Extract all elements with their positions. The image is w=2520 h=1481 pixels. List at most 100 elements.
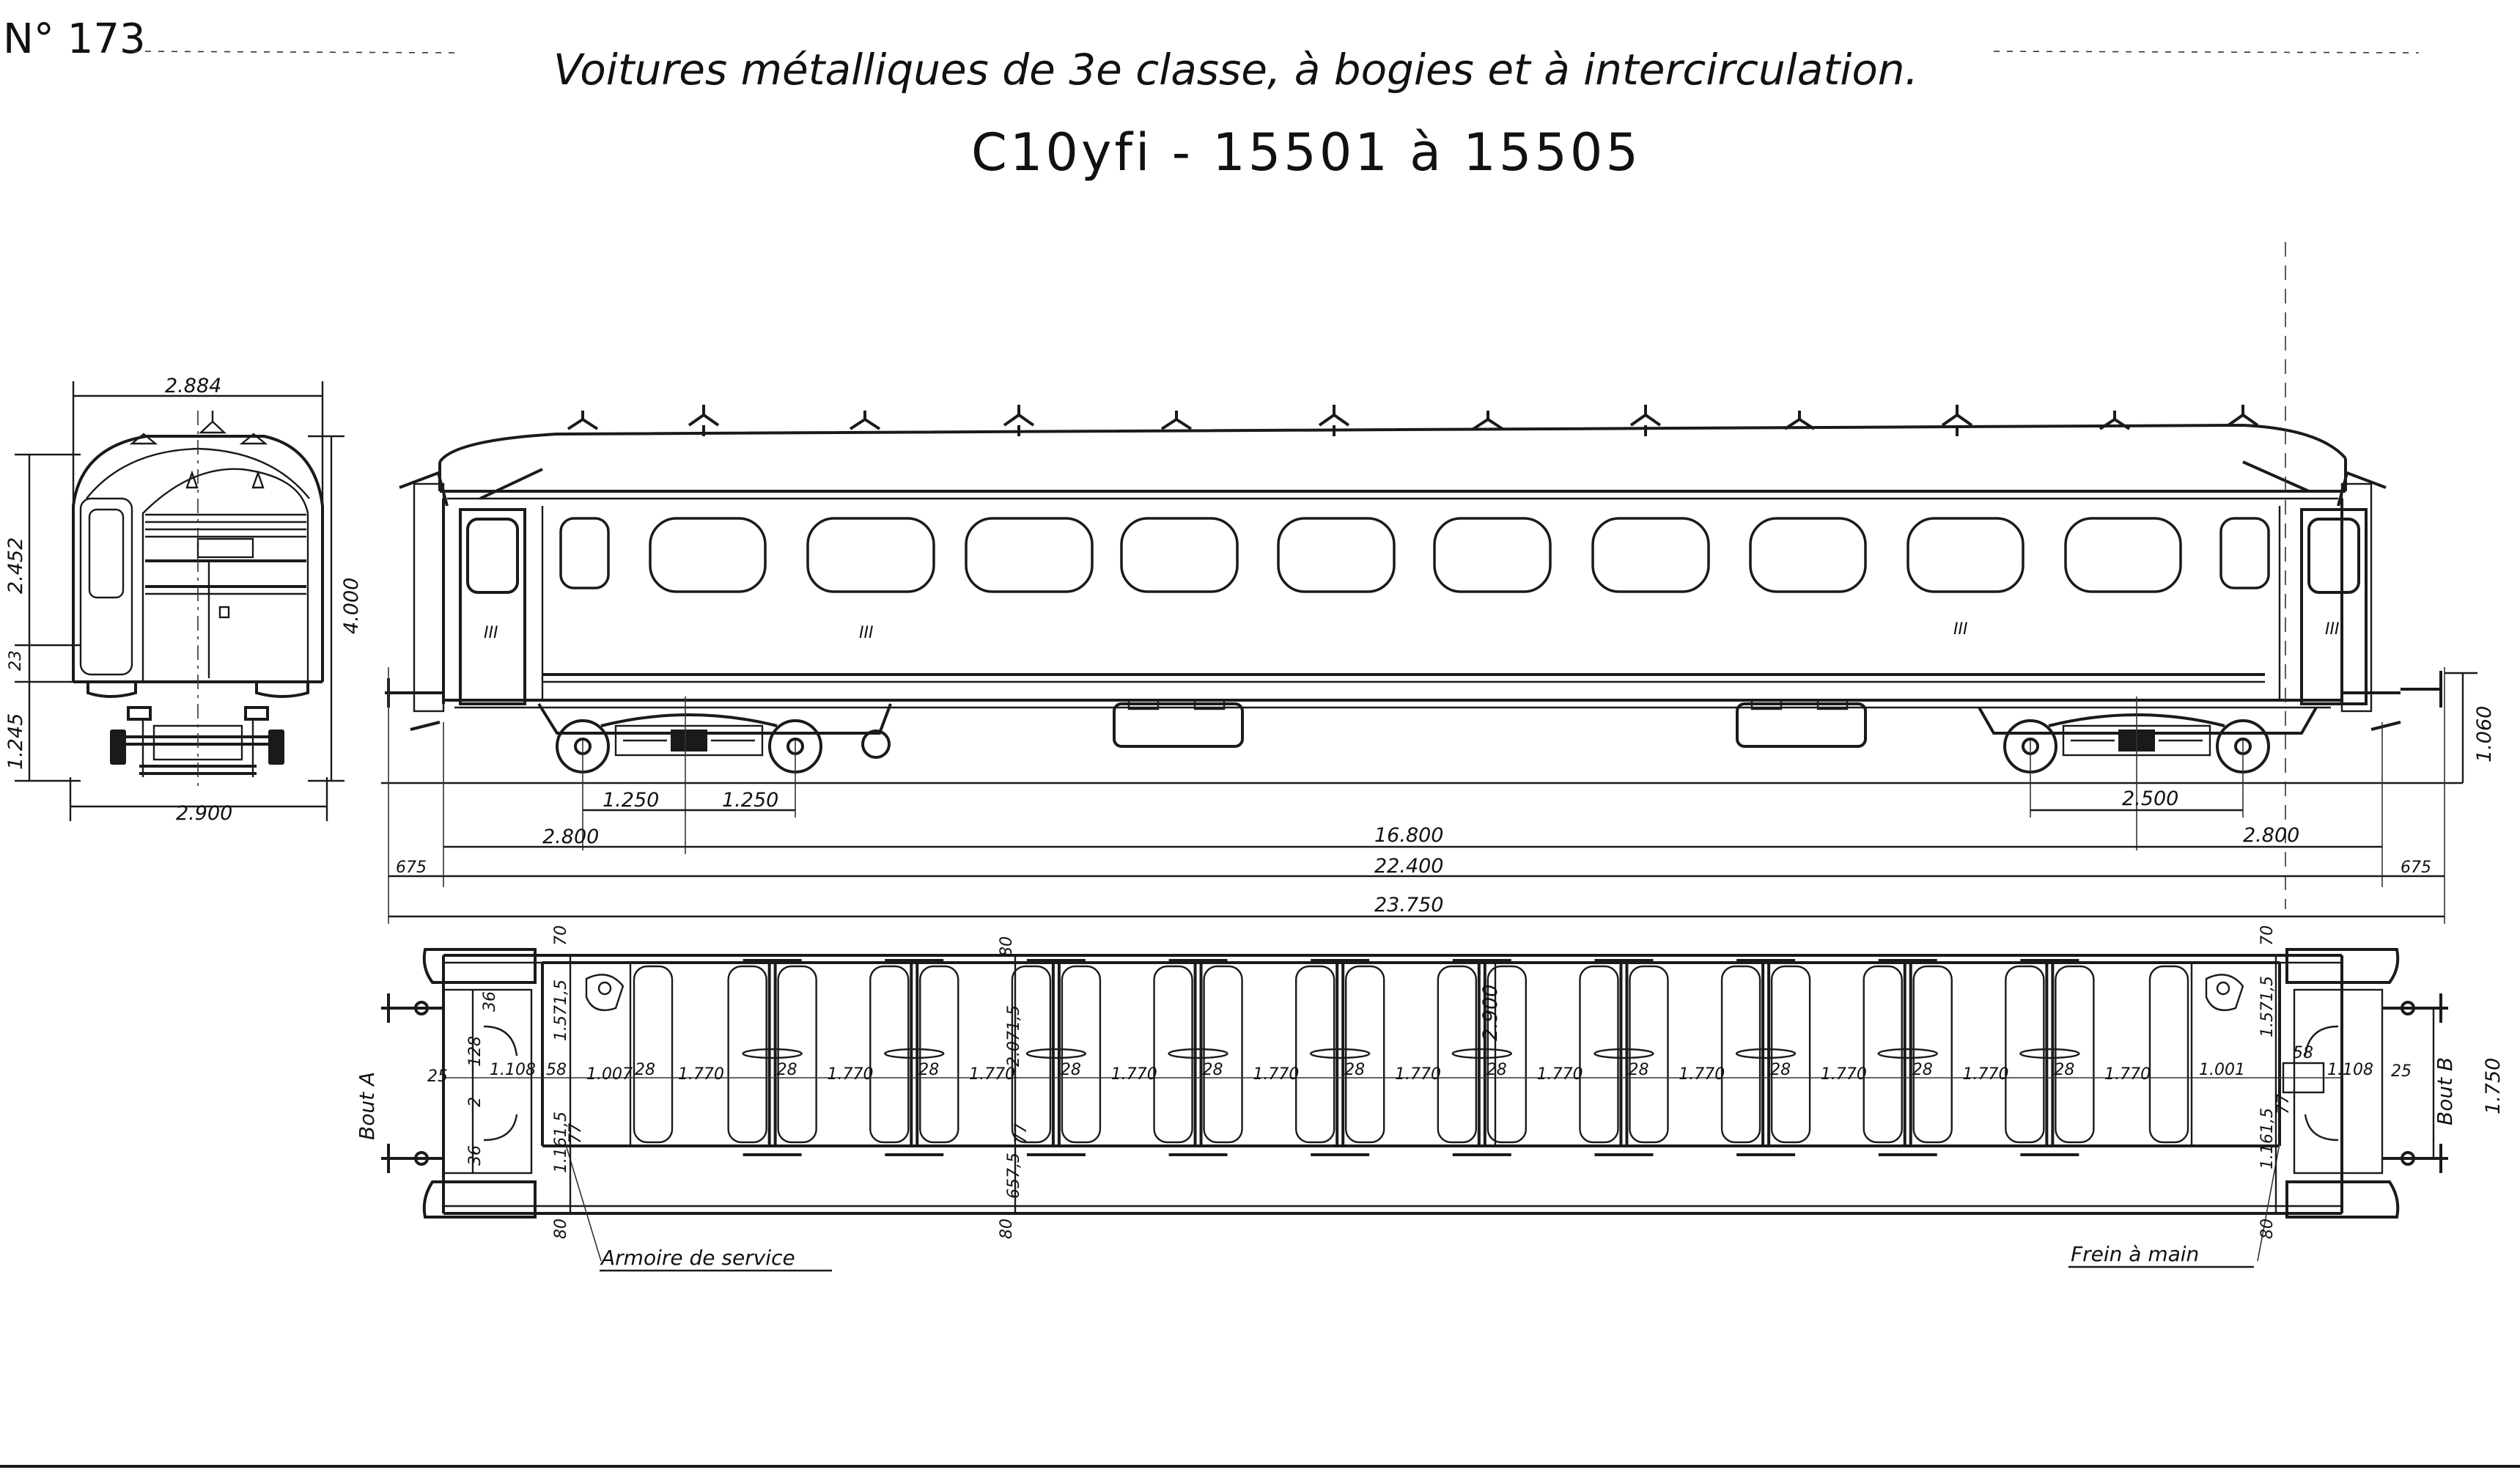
class-mark-end-right: III <box>2325 620 2339 639</box>
buffers-side <box>385 671 2442 731</box>
seat-bench <box>1153 965 1193 1144</box>
bogie-left <box>537 702 892 773</box>
dim-small-25-left: 25 <box>427 1067 448 1086</box>
dim-bogie-centres: 16.800 <box>1374 824 1443 847</box>
bogie-right <box>1978 707 2318 773</box>
dim-partition: 28 <box>918 1061 939 1079</box>
class-mark-end-left: III <box>484 624 498 642</box>
label-end-b: Bout B <box>2433 1057 2457 1125</box>
couplers-plan <box>381 993 2448 1173</box>
seat-bench <box>1720 965 1761 1144</box>
dim-small-70-left: 70 <box>552 925 570 946</box>
dim-overhang-right: 2.800 <box>2243 824 2299 847</box>
seat-bench <box>2148 965 2189 1144</box>
drawing-subtitle: C10yfi - 15501 à 15505 <box>971 122 1641 183</box>
seat-bench <box>777 965 817 1144</box>
end-width-top: 2.884 <box>165 375 221 397</box>
seat-bench <box>2005 965 2045 1144</box>
end-height-mid: 23 <box>7 650 25 671</box>
dim-partition: 28 <box>1344 1061 1365 1079</box>
seat-bench <box>1863 965 1903 1144</box>
dim-aisle-1: 657,5 <box>1005 1153 1023 1199</box>
dim-compartment-pitch: 1.770 <box>2104 1065 2151 1084</box>
dim-compartment-pitch: 1.770 <box>1679 1065 1725 1084</box>
label-cupboard: Armoire de service <box>600 1246 795 1270</box>
dim-small-36-top: 36 <box>481 991 499 1012</box>
end-height-upper: 2.452 <box>4 537 27 594</box>
seat-bench <box>727 965 767 1144</box>
dim-platform-left: 1.108 <box>490 1061 536 1079</box>
label-end-a: Bout A <box>355 1072 379 1140</box>
side-window <box>1591 517 1710 593</box>
seat-bench <box>1579 965 1619 1144</box>
seat-bench <box>2055 965 2095 1144</box>
drawing-title: Voitures métalliques de 3e classe, à bog… <box>553 45 1918 95</box>
dim-buffer-spacing: 1.750 <box>2482 1058 2505 1114</box>
dim-compartment-pitch: 1.770 <box>827 1065 873 1084</box>
plate-header: N° 173 Voitures métalliques de 3e classe… <box>3 15 2420 183</box>
label-brake: Frein à main <box>2071 1242 2199 1266</box>
end-height-lower: 1.245 <box>4 713 27 770</box>
dim-small-77-a: 77 <box>1012 1123 1031 1144</box>
seat-bench <box>869 965 910 1144</box>
dim-buffer-height: 1.060 <box>2473 706 2496 762</box>
dim-small-70-right: 70 <box>2258 925 2277 946</box>
compartment-pitch-labels: 28 1.770 28 1.770 28 1.770 28 1.770 28 1.770 28 1.7… <box>635 1061 2151 1084</box>
dim-platform-small-right: 58 <box>2293 1044 2313 1062</box>
dim-overall-length: 23.750 <box>1374 894 1443 916</box>
side-window <box>1749 517 1867 593</box>
dim-small-36-bottom: 36 <box>466 1145 485 1166</box>
dim-partition: 28 <box>1912 1061 1933 1079</box>
dim-partition: 28 <box>1486 1061 1507 1079</box>
dim-compartment-pitch: 1.770 <box>1963 1065 2009 1084</box>
dim-compartment-pitch: 1.770 <box>1821 1065 1867 1084</box>
seat-bench <box>1344 965 1385 1144</box>
dim-small-80-b: 80 <box>998 1219 1016 1239</box>
table-lamp <box>1594 1048 1654 1059</box>
dim-inner-width: 2.900 <box>1479 985 1502 1041</box>
seat-bench <box>1061 965 1102 1144</box>
dim-compartment-pitch: 1.770 <box>678 1065 724 1084</box>
end-height-total: 4.000 <box>340 578 363 634</box>
plate-number: N° 173 <box>3 15 146 63</box>
seat-bench <box>919 965 959 1144</box>
seat-bench <box>1629 965 1669 1144</box>
dim-door-3: 2.071,5 <box>1005 1005 1023 1067</box>
seat-bench <box>633 965 674 1144</box>
dim-vestibule-right: 1.001 <box>2199 1061 2245 1079</box>
side-window <box>1433 517 1552 593</box>
seat-bench <box>1770 965 1811 1144</box>
dim-compartment-pitch: 1.770 <box>1395 1065 1441 1084</box>
plan-view: Bout A Bout B Armoire de service Frein à… <box>355 925 2505 1272</box>
dim-bogie-half-1: 1.250 <box>603 789 659 812</box>
dim-partition: 28 <box>1203 1061 1223 1079</box>
dim-compartment-pitch: 1.770 <box>1111 1065 1157 1084</box>
seat-bench <box>1486 965 1528 1144</box>
dim-small-77-left: 77 <box>567 1123 585 1144</box>
dim-small-128: 128 <box>466 1036 485 1067</box>
dim-small-80-a: 80 <box>998 936 1016 957</box>
table-lamp <box>2019 1048 2080 1059</box>
table-lamp <box>1735 1048 1797 1059</box>
dim-body-length: 22.400 <box>1374 855 1443 878</box>
side-window <box>649 517 767 593</box>
class-mark-mid-right: III <box>1953 620 1967 639</box>
side-window <box>1277 517 1396 593</box>
table-lamp <box>1168 1048 1228 1059</box>
dim-platform-small-left: 58 <box>546 1061 567 1079</box>
side-view: III III III III <box>381 242 2496 924</box>
seat-bench <box>1294 965 1335 1144</box>
dim-partition: 28 <box>2054 1061 2074 1079</box>
side-window <box>806 517 935 593</box>
dim-platform-right: 1.108 <box>2327 1061 2373 1079</box>
table-lamp <box>1309 1048 1371 1059</box>
table-lamp <box>884 1048 945 1059</box>
dim-buffer-right: 675 <box>2401 859 2431 877</box>
dim-partition: 28 <box>1628 1061 1648 1079</box>
dim-door-1-right: 1.571,5 <box>2258 976 2277 1037</box>
seat-bench <box>1203 965 1243 1144</box>
dim-vestibule-left: 1.007 <box>586 1065 633 1084</box>
roof-ventilators <box>567 405 2259 436</box>
dim-small-77-right: 77 <box>2274 1094 2293 1114</box>
